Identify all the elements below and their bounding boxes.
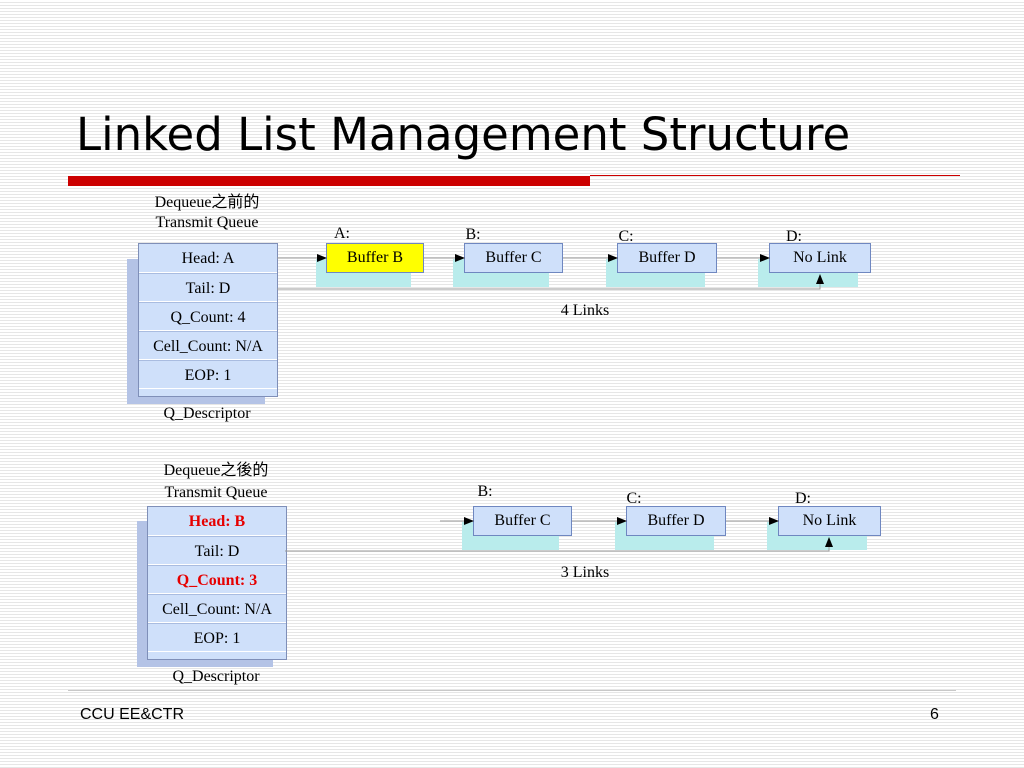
after-buffer-c: Buffer C <box>473 506 572 536</box>
after-links-count: 3 Links <box>560 564 610 581</box>
after-buffer-nolink: No Link <box>778 506 881 536</box>
before-buffer-c: Buffer C <box>464 243 563 273</box>
after-buffer-d: Buffer D <box>626 506 726 536</box>
title-underline-rule <box>590 175 960 176</box>
after-field-qcount: Q_Count: 3 <box>148 565 286 594</box>
title-underline-bar <box>68 176 590 186</box>
footer-rule <box>68 690 956 691</box>
before-descriptor-label: Q_Descriptor <box>163 405 251 422</box>
after-field-head: Head: B <box>148 507 286 536</box>
before-tag-c: C: <box>618 228 634 245</box>
before-caption-line2: Transmit Queue <box>155 214 259 231</box>
before-caption-line1: Dequeue之前的 <box>154 194 260 211</box>
before-buffer-d: Buffer D <box>617 243 717 273</box>
before-descriptor-table: Head: A Tail: D Q_Count: 4 Cell_Count: N… <box>138 243 278 397</box>
before-field-qcount: Q_Count: 4 <box>139 302 277 331</box>
after-caption-line2: Transmit Queue <box>164 484 268 501</box>
before-field-tail: Tail: D <box>139 273 277 302</box>
slide-title: Linked List Management Structure <box>76 108 851 161</box>
after-tag-d: D: <box>795 490 811 507</box>
before-field-head: Head: A <box>139 244 277 273</box>
after-descriptor-table: Head: B Tail: D Q_Count: 3 Cell_Count: N… <box>147 506 287 660</box>
after-field-tail: Tail: D <box>148 536 286 565</box>
after-caption-line1: Dequeue之後的 <box>163 462 269 479</box>
before-tag-a: A: <box>334 225 350 242</box>
before-field-cellcount: Cell_Count: N/A <box>139 331 277 360</box>
after-field-cellcount: Cell_Count: N/A <box>148 594 286 623</box>
before-tag-d: D: <box>786 228 802 245</box>
after-tag-c: C: <box>626 490 642 507</box>
after-tag-b: B: <box>477 483 493 500</box>
before-buffer-b: Buffer B <box>326 243 424 273</box>
before-links-count: 4 Links <box>560 302 610 319</box>
before-field-eop: EOP: 1 <box>139 360 277 389</box>
footer-organization: CCU EE&CTR <box>80 706 185 723</box>
page-number: 6 <box>930 706 939 723</box>
after-descriptor-label: Q_Descriptor <box>172 668 260 685</box>
before-buffer-nolink: No Link <box>769 243 871 273</box>
after-field-eop: EOP: 1 <box>148 623 286 652</box>
before-tag-b: B: <box>465 226 481 243</box>
